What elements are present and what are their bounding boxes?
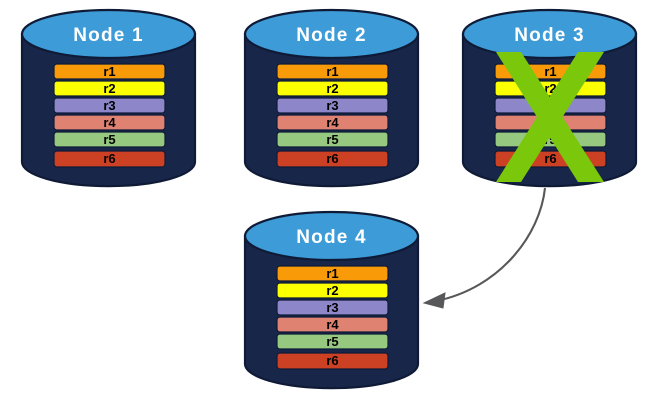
- node2-rows: r1 r2 r3 r4 r5 r6: [276, 63, 389, 168]
- node2-row-r3-label: r3: [326, 98, 338, 113]
- node1-row-r4: [53, 114, 166, 131]
- node1-row-r6: [53, 150, 166, 168]
- node1-cylinder-top: [20, 8, 197, 60]
- node-node1[interactable]: Node 1 r1 r2 r3 r4 r5 r6: [20, 8, 197, 188]
- node4-row-r4: [276, 316, 389, 333]
- node2-row-r4: [276, 114, 389, 131]
- node1-row-r2-label: r2: [103, 81, 115, 96]
- node1-row-r1: [53, 63, 166, 80]
- node2-cylinder-top: [243, 8, 420, 60]
- node4-row-r3: [276, 299, 389, 316]
- node4-row-r5: [276, 333, 389, 350]
- node3-title: Node 3: [514, 25, 585, 46]
- node3-row-r1-label: r1: [544, 64, 556, 79]
- node4-row-r5-label: r5: [326, 334, 338, 349]
- node4-row-r2-label: r2: [326, 283, 338, 298]
- node1-row-r3-label: r3: [103, 98, 115, 113]
- node2-row-r6: [276, 150, 389, 168]
- node4-row-r1: [276, 265, 389, 282]
- migration-arrow-head-icon: [422, 292, 446, 309]
- node1-row-r6-label: r6: [103, 151, 115, 166]
- node3-cylinder-top: [461, 8, 638, 60]
- node1-title: Node 1: [73, 25, 144, 46]
- node4-cylinder-top: [243, 210, 420, 262]
- node2-row-r1-label: r1: [326, 64, 338, 79]
- node2-row-r2: [276, 80, 389, 97]
- node4-row-r6-label: r6: [326, 353, 338, 368]
- node2-row-r5: [276, 131, 389, 148]
- node1-row-r3: [53, 97, 166, 114]
- node1-row-r1-label: r1: [103, 64, 115, 79]
- node2-row-r2-label: r2: [326, 81, 338, 96]
- node2-row-r3: [276, 97, 389, 114]
- node3-row-r6-label: r6: [544, 151, 556, 166]
- migration-arrow-path: [435, 187, 547, 303]
- node4-rows: r1 r2 r3 r4 r5 r6: [276, 265, 389, 370]
- node4-title: Node 4: [296, 227, 367, 248]
- node-node4[interactable]: Node 4 r1 r2 r3 r4 r5 r6: [243, 210, 420, 390]
- node1-row-r5-label: r5: [103, 132, 115, 147]
- node2-title: Node 2: [296, 25, 367, 46]
- migration-arrow: [422, 187, 547, 309]
- node4-row-r3-label: r3: [326, 300, 338, 315]
- node2-row-r6-label: r6: [326, 151, 338, 166]
- node4-row-r2: [276, 282, 389, 299]
- node4-row-r6: [276, 352, 389, 370]
- node2-row-r1: [276, 63, 389, 80]
- node2-row-r5-label: r5: [326, 132, 338, 147]
- node2-row-r4-label: r4: [326, 115, 339, 130]
- node1-row-r4-label: r4: [103, 115, 116, 130]
- node4-row-r1-label: r1: [326, 266, 338, 281]
- node1-rows: r1 r2 r3 r4 r5 r6: [53, 63, 166, 168]
- node-node2[interactable]: Node 2 r1 r2 r3 r4 r5 r6: [243, 8, 420, 188]
- node1-row-r2: [53, 80, 166, 97]
- node1-row-r5: [53, 131, 166, 148]
- failure-cross-icon: [496, 52, 604, 182]
- node4-row-r4-label: r4: [326, 317, 339, 332]
- node-node3[interactable]: Node 3 r1 r2 r3 r4 r5 r6: [461, 8, 638, 188]
